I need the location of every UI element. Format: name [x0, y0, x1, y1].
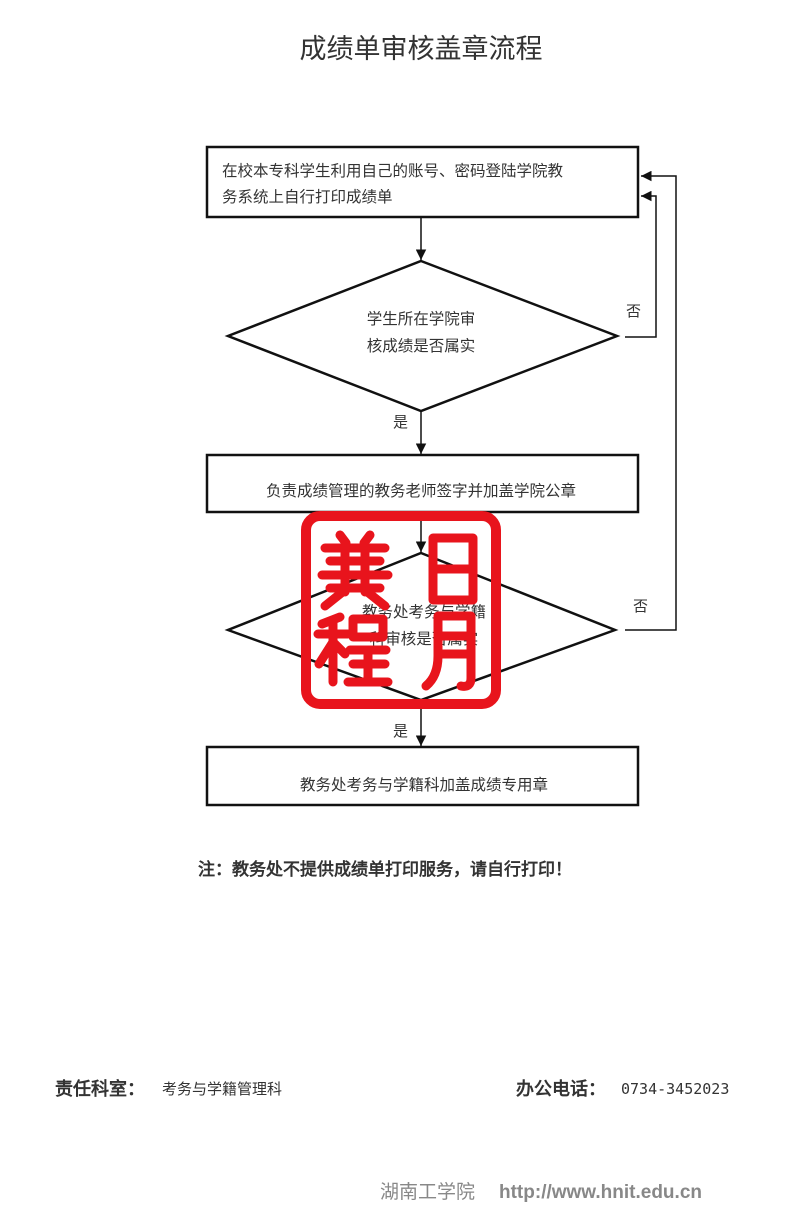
decision2-diamond — [224, 551, 619, 702]
step1-box — [205, 145, 640, 219]
watermark-school: 湖南工学院 — [380, 1181, 475, 1203]
decision1-text-line1: 学生所在学院审 — [367, 309, 476, 328]
step1-text-line1: 在校本专科学生利用自己的账号、密码登陆学院教 — [222, 161, 564, 180]
seal-glyph-ri — [428, 533, 478, 605]
office-value: 考务与学籍管理科 — [162, 1080, 282, 1098]
decision1-text-line2: 核成绩是否属实 — [367, 337, 476, 355]
phone-label: 办公电话： — [516, 1078, 606, 1100]
step3-box — [205, 745, 640, 807]
decision1-yes-label: 是 — [393, 413, 408, 431]
decision1-no-label: 否 — [626, 302, 641, 320]
phone-value: 0734-3452023 — [621, 1080, 729, 1098]
step1-text-line2: 务系统上自行打印成绩单 — [222, 188, 393, 206]
arrow-decision2-no — [625, 170, 677, 631]
office-label: 责任科室： — [55, 1078, 145, 1100]
seal-glyph-yue — [421, 611, 476, 691]
step2-box — [205, 453, 640, 514]
seal-glyph-cheng — [313, 612, 393, 687]
red-seal-stamp — [301, 511, 501, 709]
decision2-yes-label: 是 — [393, 722, 408, 740]
decision2-no-label: 否 — [633, 597, 648, 615]
watermark-url: http://www.hnit.edu.cn — [499, 1182, 702, 1203]
decision1-diamond — [224, 259, 621, 413]
step3-text: 教务处考务与学籍科加盖成绩专用章 — [300, 776, 548, 794]
note-text: 注：教务处不提供成绩单打印服务，请自行打印！ — [198, 859, 572, 880]
step2-text: 负责成绩管理的教务老师签字并加盖学院公章 — [266, 481, 576, 500]
page-title: 成绩单审核盖章流程 — [300, 34, 543, 65]
arrow-decision1-no — [625, 190, 657, 338]
seal-glyph-jian — [317, 530, 393, 611]
